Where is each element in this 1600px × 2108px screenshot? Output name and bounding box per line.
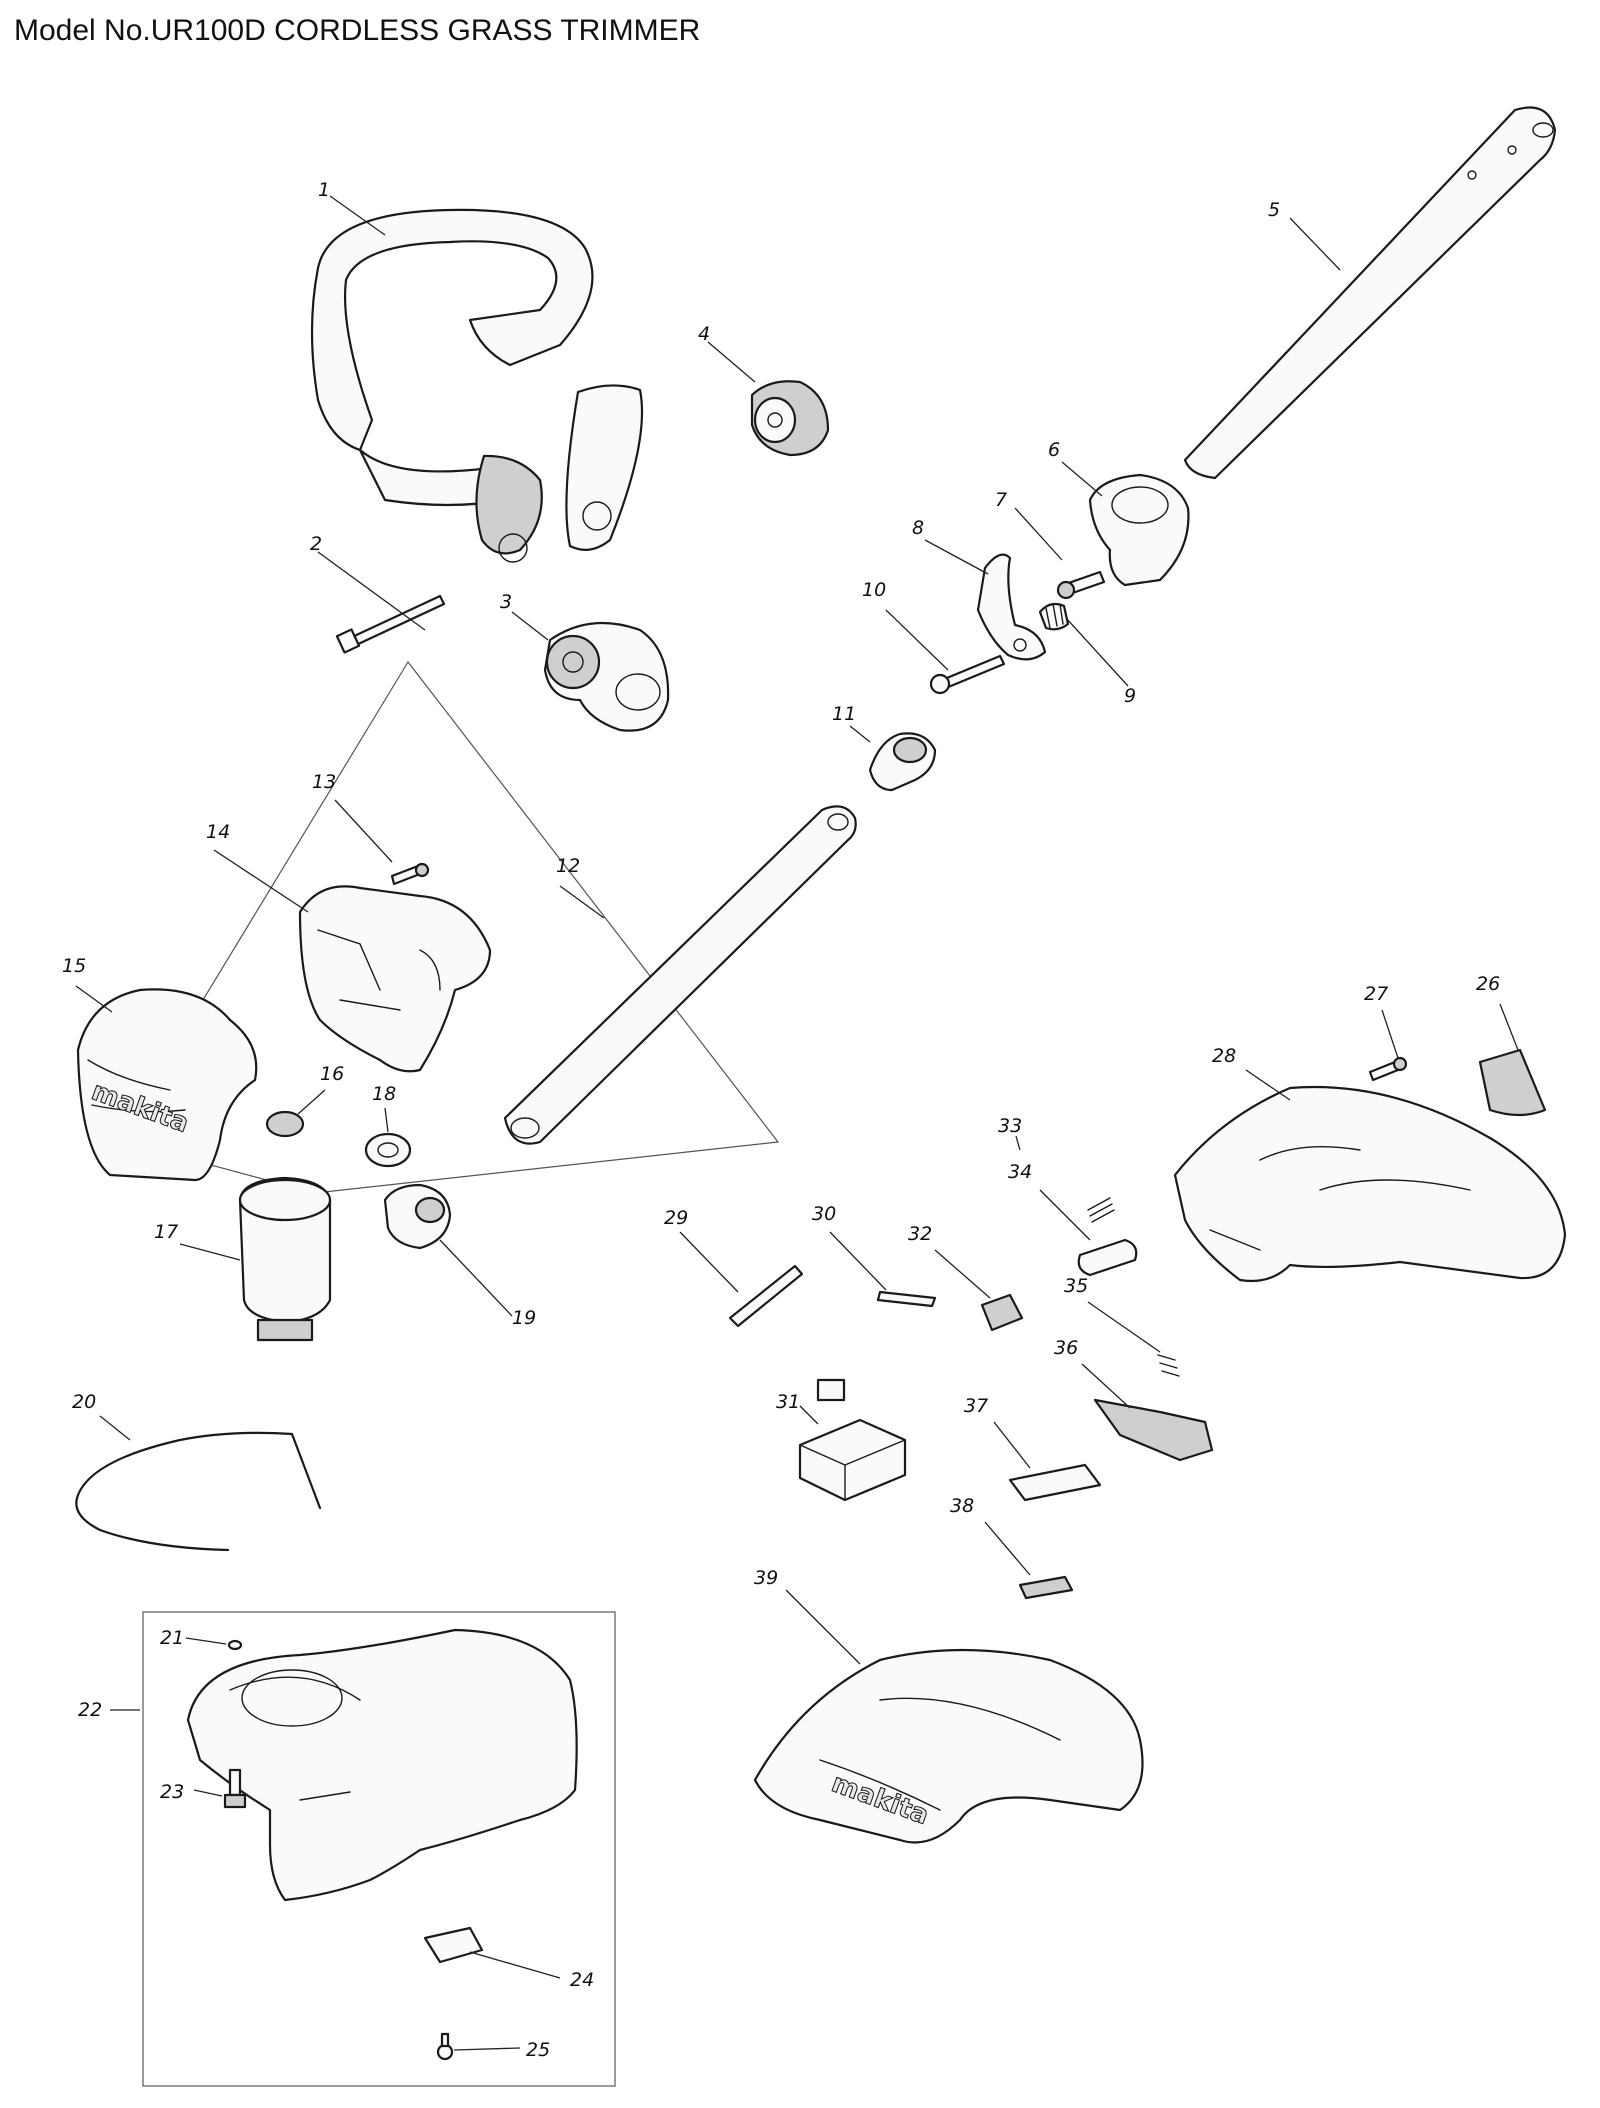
label-part-12: 12 [556, 855, 580, 877]
label-part-16: 16 [320, 1063, 344, 1085]
label-part-3: 3 [500, 591, 512, 613]
part-36-trigger [1093, 1398, 1214, 1462]
part-39-front-housing: makita [753, 1648, 1144, 1844]
label-part-9: 9 [1124, 685, 1136, 707]
part-11-shaft-clamp [868, 732, 937, 792]
part-31-controller [798, 1378, 907, 1502]
label-part-34: 34 [1008, 1161, 1032, 1183]
part-14-motor-housing [298, 885, 492, 1073]
label-part-18: 18 [372, 1083, 396, 1105]
part-9-spring [1038, 602, 1070, 631]
label-part-22: 22 [78, 1699, 102, 1721]
part-1-loop-handle [310, 208, 644, 563]
label-part-25: 25 [526, 2039, 550, 2061]
label-part-6: 6 [1048, 439, 1060, 461]
label-part-13: 13 [312, 771, 336, 793]
label-part-20: 20 [72, 1391, 96, 1413]
part-18-bearing [364, 1132, 412, 1168]
label-part-11: 11 [832, 703, 856, 725]
label-part-29: 29 [664, 1207, 688, 1229]
diagram-title: Model No.UR100D CORDLESS GRASS TRIMMER [14, 14, 701, 47]
label-part-1: 1 [318, 179, 330, 201]
label-part-4: 4 [698, 323, 710, 345]
part-24-line-cutter [423, 1926, 484, 1964]
label-part-23: 23 [160, 1781, 184, 1803]
part-10-bolt [929, 654, 1006, 695]
leader-lines [75, 195, 1519, 2051]
label-part-30: 30 [812, 1203, 836, 1225]
part-23-screw [223, 1768, 247, 1809]
label-part-39: 39 [754, 1567, 778, 1589]
part-37-switch-board [1008, 1463, 1102, 1502]
label-part-10: 10 [862, 579, 886, 601]
part-labels: 1 2 3 4 5 6 7 8 9 10 11 12 13 14 15 16 1… [62, 179, 1500, 2061]
part-5-upper-shaft [1183, 106, 1557, 480]
label-part-19: 19 [512, 1307, 536, 1329]
part-34-lock-button [1077, 1238, 1138, 1277]
part-25-screw [436, 2032, 454, 2061]
label-part-24: 24 [570, 1969, 594, 1991]
part-3-clamp [543, 621, 670, 732]
part-30-terminal [876, 1290, 937, 1308]
label-part-14: 14 [206, 821, 230, 843]
part-7-screw [1056, 570, 1106, 600]
part-20-wire-guard [75, 1431, 322, 1552]
label-part-2: 2 [310, 533, 322, 555]
part-35-spring [1157, 1354, 1180, 1377]
part-2-bolt [335, 594, 446, 654]
label-part-32: 32 [908, 1223, 932, 1245]
part-21-ring [227, 1639, 243, 1651]
label-part-27: 27 [1364, 983, 1388, 1005]
label-part-36: 36 [1054, 1337, 1078, 1359]
part-33-spring [1087, 1197, 1115, 1223]
label-part-33: 33 [998, 1115, 1022, 1137]
label-part-38: 38 [950, 1495, 974, 1517]
part-38-label [1018, 1575, 1074, 1600]
part-28-rear-housing [1173, 1085, 1567, 1283]
part-32-switch [980, 1293, 1024, 1332]
label-part-15: 15 [62, 955, 86, 977]
assembly-box-guard [142, 1611, 616, 2087]
label-part-31: 31 [776, 1391, 800, 1413]
label-part-28: 28 [1212, 1045, 1236, 1067]
part-4-knob [750, 380, 830, 457]
label-part-21: 21 [160, 1627, 184, 1649]
part-16-pad [265, 1110, 305, 1138]
part-8-lever [976, 553, 1047, 661]
part-29-pin [728, 1264, 804, 1328]
part-27-screw [1368, 1056, 1408, 1082]
label-part-37: 37 [964, 1395, 988, 1417]
label-part-17: 17 [154, 1221, 178, 1243]
label-part-5: 5 [1268, 199, 1280, 221]
label-part-8: 8 [912, 517, 924, 539]
part-15-motor-cover: makita [76, 988, 258, 1182]
part-26-label [1478, 1048, 1547, 1117]
part-12-lower-shaft [503, 805, 857, 1145]
label-part-7: 7 [995, 489, 1007, 511]
part-13-screw [390, 862, 430, 886]
part-19-cap [383, 1183, 452, 1250]
label-part-26: 26 [1476, 973, 1500, 995]
label-part-35: 35 [1064, 1275, 1088, 1297]
part-22-guard [186, 1628, 578, 1902]
part-17-motor [238, 1176, 332, 1342]
part-6-coupler [1088, 473, 1190, 587]
